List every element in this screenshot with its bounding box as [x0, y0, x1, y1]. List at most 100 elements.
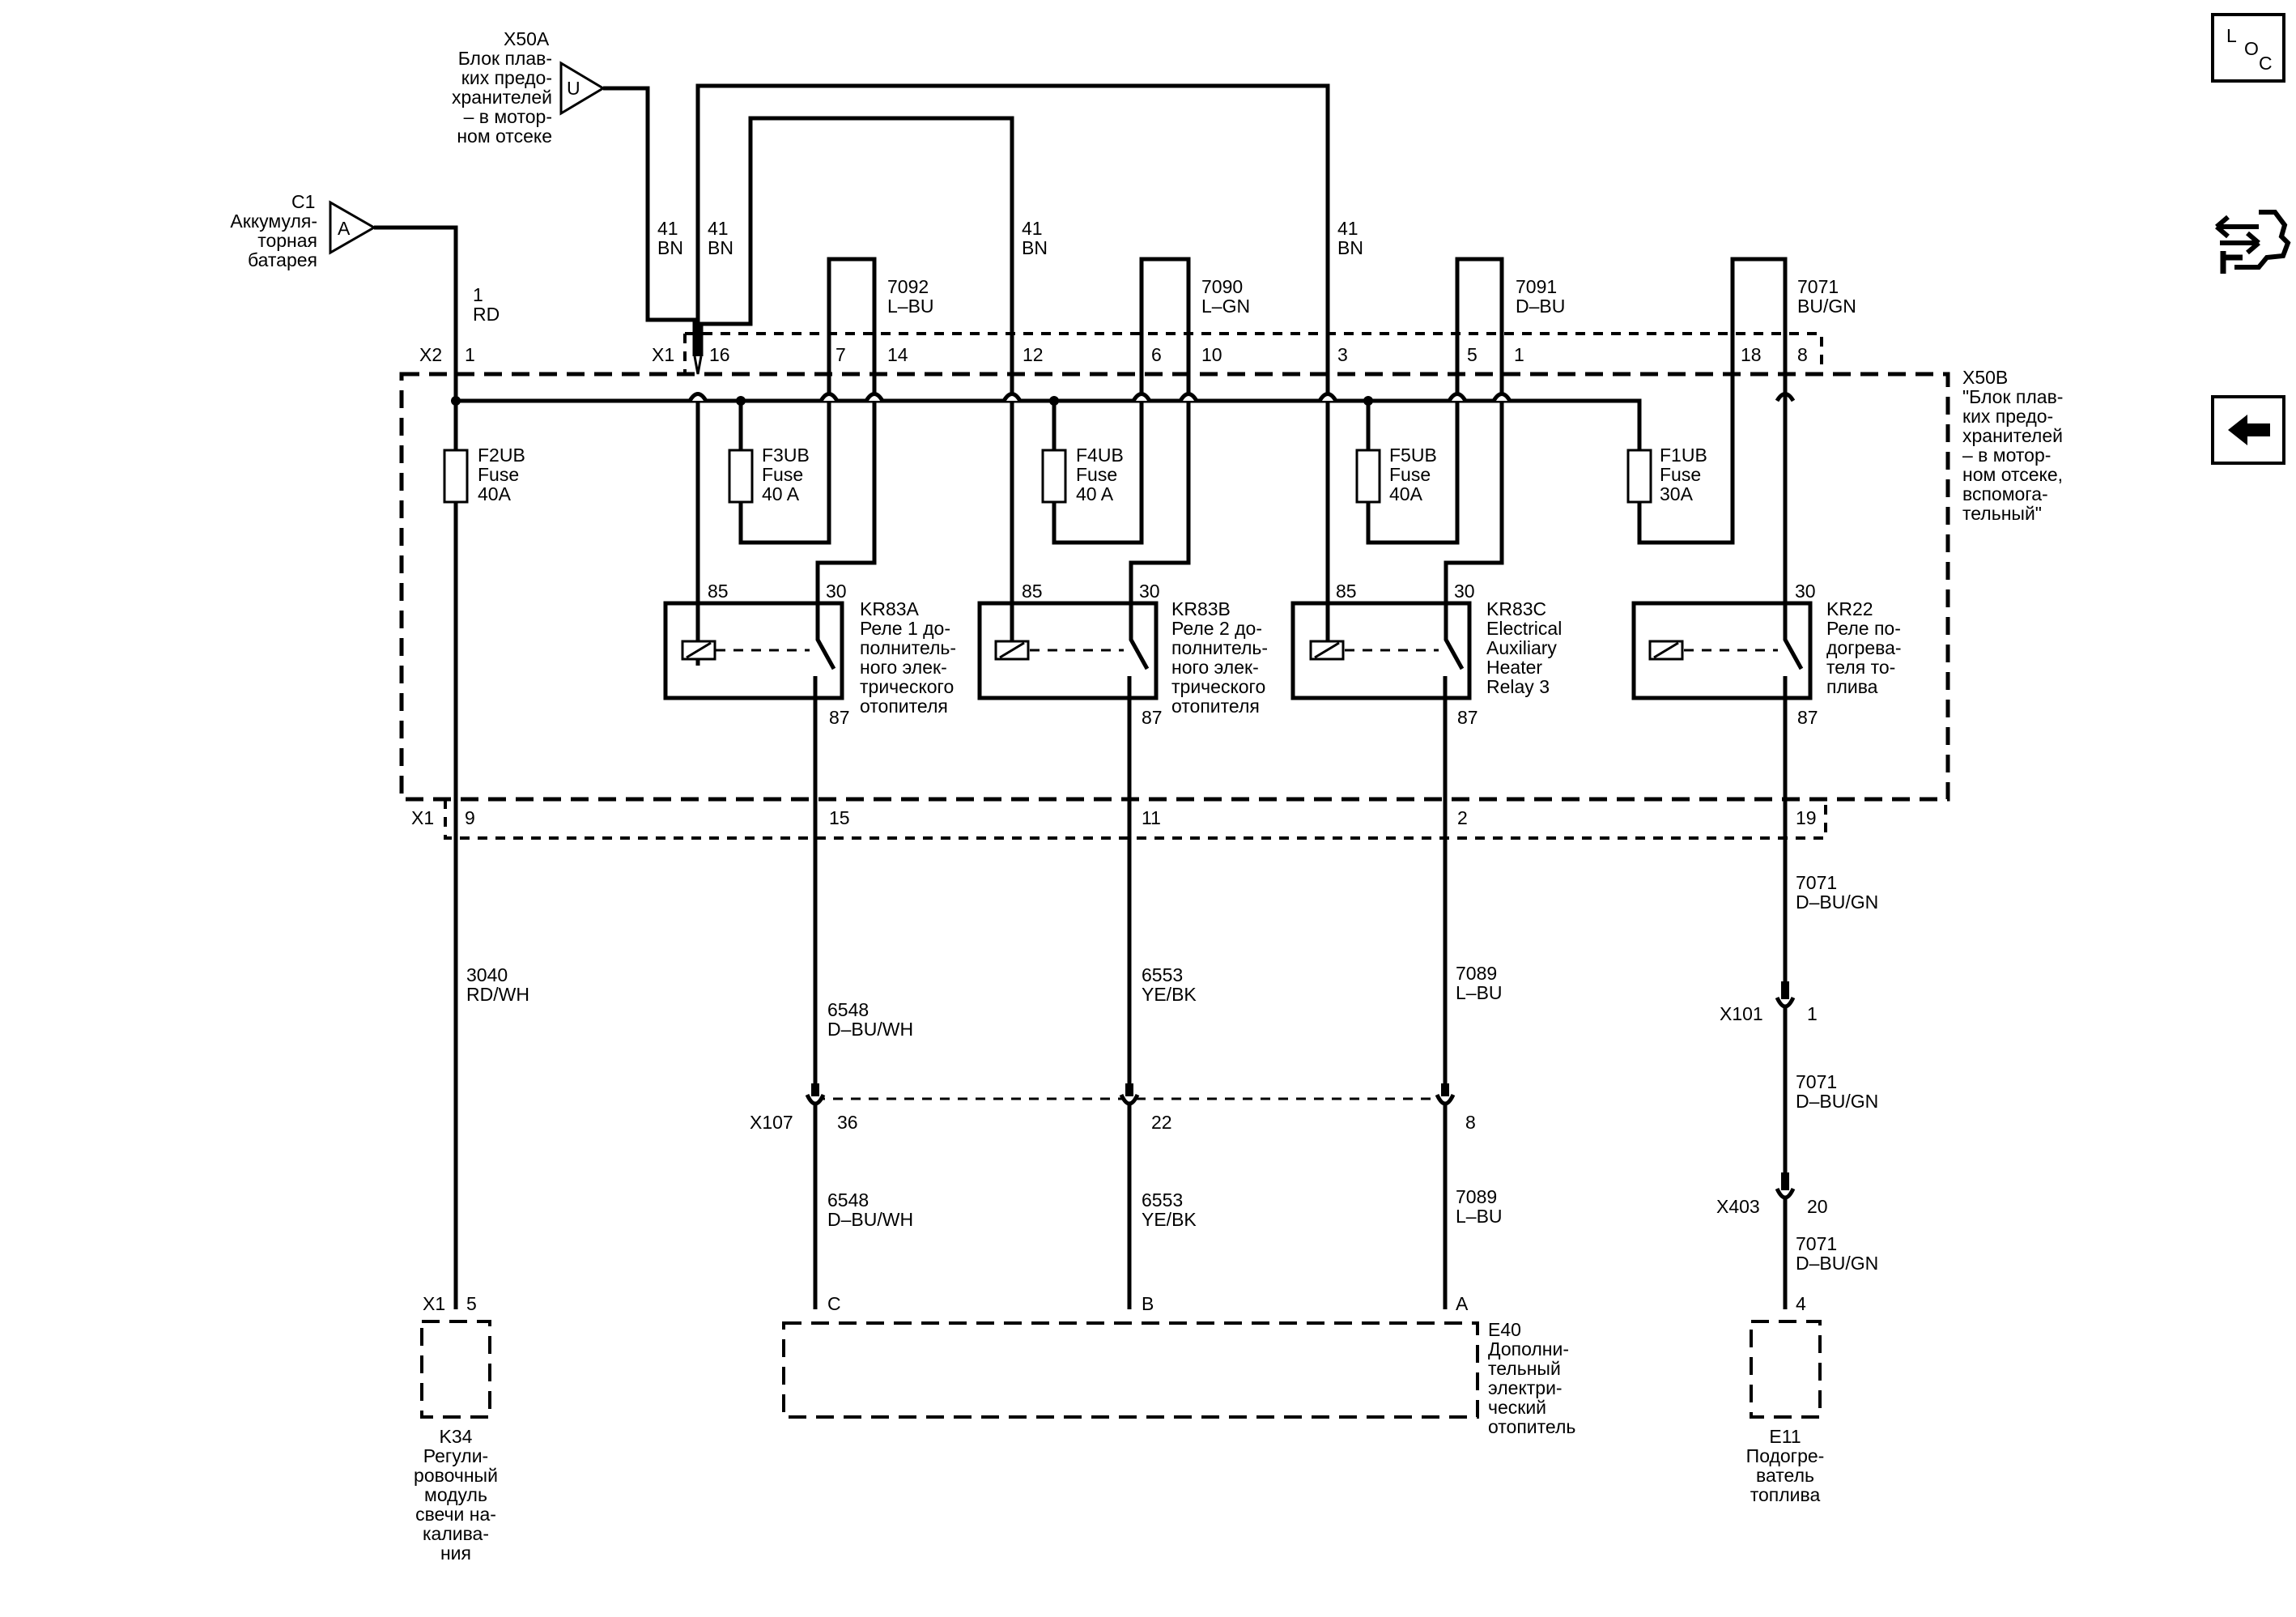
fuse-f3ub: F3UB Fuse 40 A	[728, 445, 810, 504]
wire-color: D–BU/GN	[1796, 1253, 1878, 1274]
fuse-id: F4UB	[1076, 445, 1124, 466]
fuse-id: F3UB	[762, 445, 810, 466]
c1-source: A C1 Аккумуля- торная батарея	[230, 191, 377, 270]
wire-color: D–BU/GN	[1796, 891, 1878, 913]
relay-pin-87: 87	[1797, 707, 1818, 728]
wire-41-bn-c	[699, 116, 1014, 401]
wire-color: BN	[708, 237, 733, 258]
wire-number: 7090	[1201, 276, 1243, 297]
fuse-type: Fuse	[478, 464, 519, 485]
c1-desc: Аккумуля-	[230, 211, 317, 232]
loc-letter-l: L	[2226, 25, 2237, 46]
c1-id: C1	[291, 191, 315, 212]
connector-repair-icon[interactable]	[2215, 210, 2291, 274]
wire-number: 41	[657, 218, 678, 239]
connector-id: X403	[1716, 1196, 1760, 1217]
component-id: E11	[1769, 1426, 1801, 1447]
x50b-desc: "Блок плав-	[1962, 386, 2063, 407]
component-desc: ватель	[1756, 1465, 1814, 1486]
pin-number: 16	[709, 344, 730, 365]
x50b-desc: вспомога-	[1962, 483, 2048, 504]
inline-connector-x403: X403 20	[1716, 1172, 1828, 1217]
relay-desc: Heater	[1486, 657, 1542, 678]
relay-pin-85: 85	[1336, 581, 1357, 602]
component-id: K34	[440, 1426, 473, 1447]
wire-1-rd	[374, 225, 458, 401]
x50a-desc: хранителей	[452, 87, 552, 108]
relay-id: KR83A	[860, 598, 920, 619]
loc-letter-o: O	[2244, 38, 2259, 59]
relay-desc: плива	[1826, 676, 1878, 697]
connector-id: X1	[423, 1293, 445, 1314]
wire-number: 7071	[1796, 1233, 1837, 1254]
wire-color: L–BU	[887, 296, 934, 317]
pin-number: 1	[1807, 1003, 1818, 1024]
relay-pin-85: 85	[708, 581, 729, 602]
pin-number: 4	[1796, 1293, 1806, 1314]
wire-number: 7071	[1797, 276, 1839, 297]
inline-connector-x107: X107 36 22 8	[750, 1083, 1476, 1133]
x50a-source: U X50A Блок плав- ких предо- хранителей …	[452, 28, 606, 147]
wire-41-bn-b	[695, 83, 1330, 401]
wire-7092	[738, 257, 877, 583]
component-desc: электри-	[1488, 1377, 1563, 1398]
relay-kr83b: 85 30 87 KR83B Реле 2 до- полнитель- ног…	[977, 581, 1268, 728]
mid-wire-labels: 3040 RD/WH 6548 D–BU/WH 6553 YE/BK 7089 …	[466, 872, 1878, 1274]
wire-number: 7092	[887, 276, 929, 297]
component-id: E40	[1488, 1319, 1521, 1340]
wire-number: 41	[1337, 218, 1358, 239]
pin-number: 20	[1807, 1196, 1828, 1217]
pin-number: 14	[887, 344, 908, 365]
pin-number: 1	[1514, 344, 1524, 365]
back-button[interactable]	[2211, 395, 2285, 465]
wire-7091	[1366, 257, 1504, 583]
pin-number: 10	[1201, 344, 1222, 365]
relay-desc: отопителя	[1171, 696, 1260, 717]
pin-number: A	[1456, 1293, 1469, 1314]
wire-number: 41	[1022, 218, 1043, 239]
pin-number: 19	[1796, 807, 1817, 828]
connector-id: X2	[419, 344, 442, 365]
x50b-id: X50B	[1962, 367, 2008, 388]
wire-color: YE/BK	[1142, 1209, 1197, 1230]
pin-number: 8	[1465, 1112, 1476, 1133]
fuse-type: Fuse	[762, 464, 803, 485]
relay-desc: Реле 1 до-	[860, 618, 950, 639]
relay-pin-30: 30	[1454, 581, 1475, 602]
relay-desc: полнитель-	[1171, 637, 1268, 658]
wire-number: 6553	[1142, 964, 1183, 985]
wire-41-bn-a	[603, 86, 697, 356]
component-desc: ния	[440, 1543, 471, 1564]
component-desc: свечи на-	[415, 1504, 496, 1525]
fuse-rating: 30A	[1660, 483, 1694, 504]
relay-pin-85: 85	[1022, 581, 1043, 602]
x50a-desc: – в мотор-	[464, 106, 552, 127]
fuse-rating: 40A	[478, 483, 512, 504]
x50a-desc: ном отсеке	[457, 126, 552, 147]
relay-desc: ного элек-	[860, 657, 947, 678]
pin-number: 12	[1023, 344, 1044, 365]
relay-pin-87: 87	[829, 707, 850, 728]
x50b-desc: хранителей	[1962, 425, 2063, 446]
wire-color: BN	[1022, 237, 1048, 258]
loc-button[interactable]: L O C	[2211, 13, 2285, 83]
relay-id: KR83B	[1171, 598, 1231, 619]
pin-number: 9	[465, 807, 475, 828]
wire-color: BU/GN	[1797, 296, 1856, 317]
fuse-rating: 40 A	[1076, 483, 1114, 504]
component-k34: X1 5 K34 Регули- ровочный модуль свечи н…	[414, 1293, 498, 1564]
x50b-desc: ких предо-	[1962, 406, 2053, 427]
wire-color: YE/BK	[1142, 984, 1197, 1005]
fuse-rating: 40A	[1389, 483, 1423, 504]
top-connector-pins: X2 1 X1 16 7 14 12 6 10 3 5 1 18 8	[419, 344, 1808, 375]
relay-desc: трического	[860, 676, 954, 697]
pin-number: 7	[835, 344, 846, 365]
wire-7090	[1052, 257, 1191, 583]
fuse-id: F1UB	[1660, 445, 1707, 466]
wire-color: D–BU/WH	[827, 1209, 913, 1230]
x50a-pin-label: U	[567, 78, 580, 99]
wire-number: 7091	[1516, 276, 1557, 297]
pin-number: 11	[1142, 807, 1161, 828]
pin-number: 8	[1797, 344, 1808, 365]
fuse-f5ub: F5UB Fuse 40A	[1355, 445, 1437, 504]
